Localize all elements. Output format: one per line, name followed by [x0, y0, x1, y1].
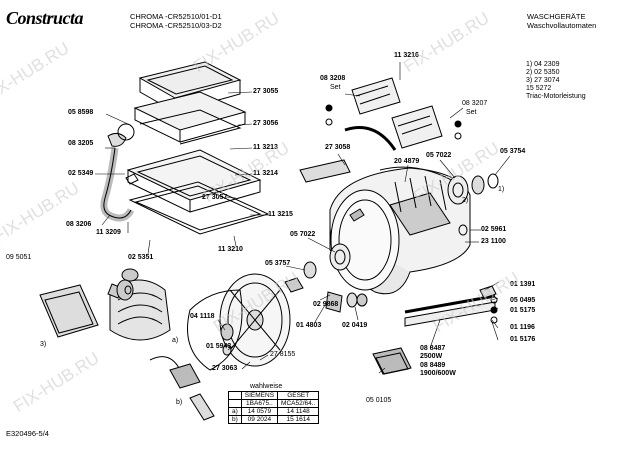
note-5: Triac-Motorleistung [526, 93, 586, 100]
pulley-illustration [116, 273, 291, 371]
table-row: b) 09 2024 15 1614 [228, 415, 320, 424]
note-2: 2) 02 5350 [526, 69, 560, 76]
part-label: 01 1196 [510, 324, 535, 331]
footnote-marker: 1) [498, 186, 505, 193]
part-label: 05 0495 [510, 297, 536, 304]
part-label: 02 5349 [68, 170, 94, 177]
part-label: 01 5943 [206, 343, 232, 350]
heater-illustration [404, 285, 498, 327]
brand-logo: Constructa [6, 8, 84, 28]
table-cell: 09 2024 [240, 415, 279, 424]
variant-marker: b) [176, 399, 183, 406]
part-label: 23 1100 [481, 238, 506, 245]
part-label: 01 4803 [296, 322, 322, 329]
part-label: 01 5176 [510, 336, 536, 343]
part-label: 08 3207 [462, 100, 488, 107]
set-label: Set [466, 109, 477, 116]
part-label: 20 4879 [394, 158, 420, 165]
part-label: 02 9868 [313, 301, 339, 308]
part-label: 01 5175 [510, 307, 536, 314]
category-title: WASCHGERÄTE [527, 12, 586, 21]
part-label: 08 3206 [66, 221, 92, 228]
part-label: 01 1391 [510, 281, 536, 288]
table-cell: 14 1148 [277, 407, 320, 416]
table-cell [228, 391, 242, 400]
part-label: 02 5351 [128, 254, 154, 261]
part-label: 11 3215 [268, 211, 293, 218]
leader-lines [95, 62, 511, 374]
part-label: 05 7022 [290, 231, 316, 238]
note-4: 15 5272 [526, 85, 552, 92]
part-label: 08 8487 [420, 345, 446, 352]
part-label: 27 3063 [212, 365, 238, 372]
part-label: 09 5051 [6, 254, 32, 261]
hose-illustration [100, 123, 139, 222]
note-1: 1) 04 2309 [526, 61, 560, 68]
tub-illustration [329, 166, 471, 295]
part-label: 11 3209 [96, 229, 121, 236]
model-line-2: CHROMA -CR52510/03-D2 [130, 21, 222, 30]
set-label: Set [330, 84, 341, 91]
wattage-label: 2500W [420, 353, 443, 360]
part-label: 27 3058 [325, 144, 351, 151]
part-label: 02 5961 [481, 226, 507, 233]
table-cell [228, 399, 242, 408]
part-label: 05 8598 [68, 109, 94, 116]
footnotes: 1) 04 2309 2) 02 5350 3) 27 3074 15 5272… [526, 61, 586, 101]
bearing-illustration [284, 173, 499, 313]
table-cell: MCA52/64.. [277, 399, 320, 408]
document-code: E320496-5/4 [6, 429, 49, 438]
part-label: 11 3216 [394, 52, 419, 59]
wattage-label: 1900/600W [420, 370, 456, 377]
note-3: 3) 27 3074 [526, 77, 560, 84]
table-cell: a) [228, 407, 242, 416]
category-subtitle: Waschvollautomaten [527, 21, 597, 30]
detergent-drawer-illustration [126, 61, 270, 235]
part-label: 11 3214 [253, 170, 278, 177]
table-header-row: SIEMENS GESET [228, 391, 320, 400]
table-cell: b) [228, 415, 242, 424]
part-label: 08 8489 [420, 362, 446, 369]
table-cell: 1BA675.. [240, 399, 279, 408]
part-label: 27 3057 [202, 194, 228, 201]
part-label: 05 3757 [265, 260, 291, 267]
footnote-marker: 3) [40, 341, 47, 348]
bracket-illustration [299, 77, 462, 183]
footnote-marker: 2) [462, 197, 469, 204]
variant-marker: a) [172, 337, 179, 344]
part-label: 08 3205 [68, 140, 94, 147]
part-label: 27 3056 [253, 120, 279, 127]
model-line-1: CHROMA -CR52510/01-D1 [130, 12, 222, 21]
part-label: 08 3208 [320, 75, 346, 82]
part-label: 04 1118 [190, 313, 215, 320]
table-cell: 14 0579 [240, 407, 279, 416]
part-label: 02 0419 [342, 322, 368, 329]
table-cell: GESET [277, 391, 320, 400]
part-label: 11 3213 [253, 144, 278, 151]
part-label: 27 3055 [253, 88, 279, 95]
table-cell: 15 1614 [277, 415, 320, 424]
part-label: 05 7022 [426, 152, 452, 159]
table-cell: SIEMENS [240, 391, 279, 400]
selection-table: SIEMENS GESET 1BA675.. MCA52/64.. a) 14 … [228, 391, 320, 424]
table-header-row: 1BA675.. MCA52/64.. [228, 399, 320, 408]
filter-illustration [124, 285, 412, 375]
selection-table-title: wahlweise [250, 383, 283, 390]
part-label: 27 8155 [270, 351, 296, 358]
part-label: 11 3210 [218, 246, 243, 253]
part-label: 05 0105 [366, 397, 392, 404]
part-label: 05 3754 [500, 148, 526, 155]
table-row: a) 14 0579 14 1148 [228, 407, 320, 416]
